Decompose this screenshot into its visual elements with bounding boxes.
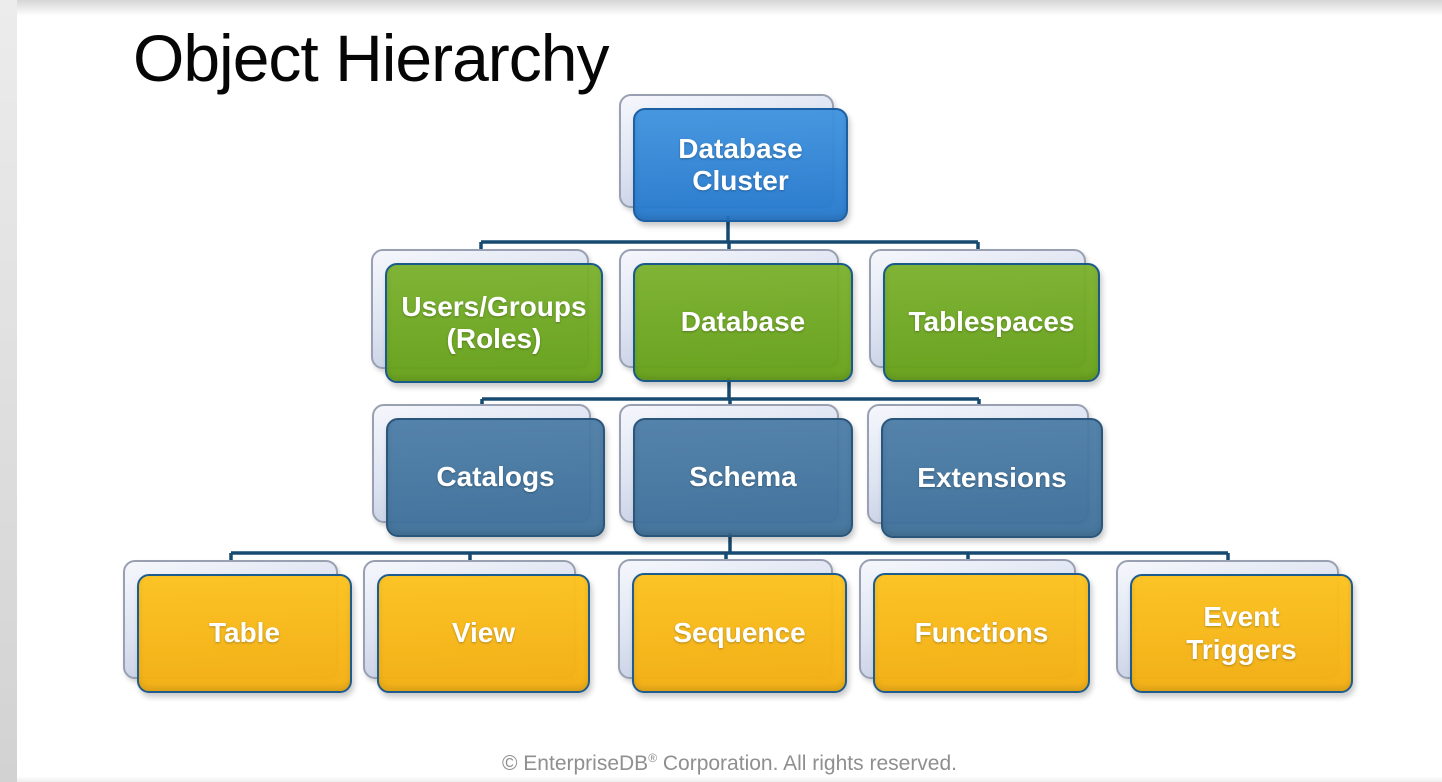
node-label: Table — [208, 617, 281, 649]
node-label: Database — [680, 306, 806, 338]
node-label: Schema — [689, 461, 797, 493]
node-database-cluster: Database Cluster — [619, 94, 848, 222]
node-label: Event Triggers — [1186, 601, 1297, 665]
node-label: View — [451, 617, 516, 649]
copyright-text: © EnterpriseDB — [501, 752, 649, 775]
node-label: Database Cluster — [678, 132, 803, 196]
copyright-footer: © EnterpriseDB® Corporation. All rights … — [17, 751, 1442, 776]
copyright-text-suffix: Corporation. All rights reserved. — [657, 752, 957, 775]
node-tablespaces: Tablespaces — [869, 249, 1100, 382]
node-label: Extensions — [917, 461, 1067, 493]
node-users-groups-roles: Users/Groups (Roles) — [371, 249, 603, 383]
node-label: Catalogs — [436, 461, 555, 493]
node-database: Database — [619, 249, 853, 382]
node-label: Sequence — [673, 616, 806, 648]
left-gutter — [0, 0, 17, 782]
registered-mark: ® — [648, 751, 658, 765]
node-label: Users/Groups (Roles) — [401, 290, 587, 354]
page-title: Object Hierarchy — [133, 21, 609, 95]
node-label: Functions — [914, 616, 1049, 648]
node-view: View — [363, 560, 590, 693]
node-sequence: Sequence — [618, 559, 847, 693]
node-schema: Schema — [619, 404, 853, 537]
node-extensions: Extensions — [867, 404, 1103, 538]
node-table: Table — [123, 560, 352, 693]
node-catalogs: Catalogs — [372, 404, 605, 537]
node-label: Tablespaces — [908, 306, 1075, 338]
node-event-triggers: Event Triggers — [1116, 560, 1353, 693]
node-functions: Functions — [859, 559, 1090, 693]
